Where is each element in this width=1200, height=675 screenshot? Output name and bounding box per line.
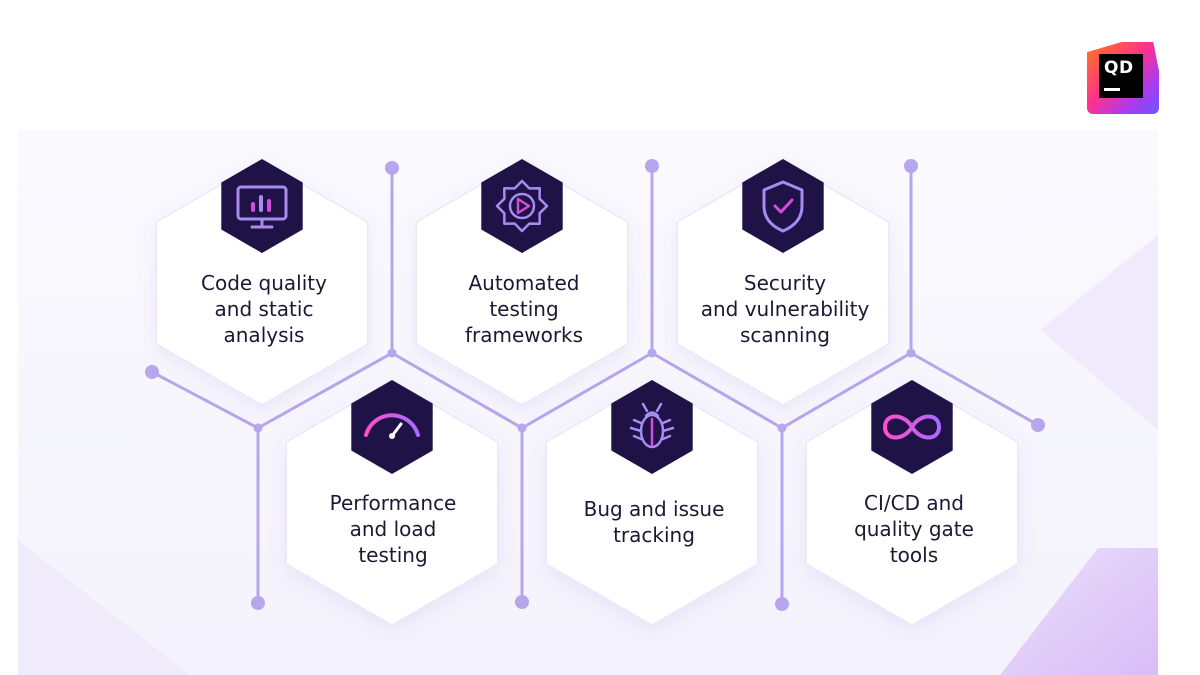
node-label-security: Security and vulnerability scanning [700,271,870,347]
logo-underscore [1104,88,1120,91]
hexagon-card-performance [285,380,499,626]
connector-line [650,351,784,430]
connector-line [256,351,394,430]
icon-badges [221,159,953,474]
connector-line [390,351,524,430]
connector-line [520,351,654,430]
node-label-cicd: CI/CD and quality gate tools [854,491,974,567]
hexagon-card-security [676,160,890,406]
shield-check-icon [742,159,824,253]
hexagon-card-automated-testing [415,160,629,406]
connector-dot [906,348,916,358]
hexagon-card-cicd [805,380,1019,626]
connector-dot [387,348,397,358]
connector-dot [515,595,529,609]
connector-dot [253,423,263,433]
infinity-icon [871,380,953,474]
connector-dot [777,423,787,433]
hexagon-card-bug-tracking [545,380,759,626]
corner-decoration-right [1040,235,1158,430]
bug-icon [611,380,693,474]
connector-line [780,351,913,430]
gear-play-icon [481,159,563,253]
connector-dot [775,597,789,611]
node-label-bug-tracking: Bug and issue tracking [583,497,725,547]
connector-dot [517,423,527,433]
connector-line [909,351,1040,427]
node-label-automated-testing: Automated testing frameworks [464,271,584,347]
connector-dot [145,365,159,379]
connector-lines [150,164,1040,606]
node-label-code-quality: Code quality and static analysis [201,271,327,347]
connector-dot [385,161,399,175]
connector-dot [647,348,657,358]
node-label-performance: Performance and load testing [329,491,457,567]
speedometer-icon [351,380,433,474]
connector-dot [251,596,265,610]
connector-dot [645,159,659,173]
hexagon-card-code-quality [155,160,369,406]
corner-decoration-bottom-left [18,540,190,675]
qodana-logo: QD [1087,42,1159,114]
logo-black-square: QD [1099,54,1143,98]
corner-decoration-bottom-right [1000,548,1158,675]
background-header-band [18,0,1158,130]
monitor-chart-icon [221,159,303,253]
hexagon-cards [155,160,1019,626]
connector-dots [145,159,1045,611]
connector-dot [904,159,918,173]
connector-dot [1031,418,1045,432]
logo-text: QD [1104,58,1134,78]
connector-line [150,370,260,430]
